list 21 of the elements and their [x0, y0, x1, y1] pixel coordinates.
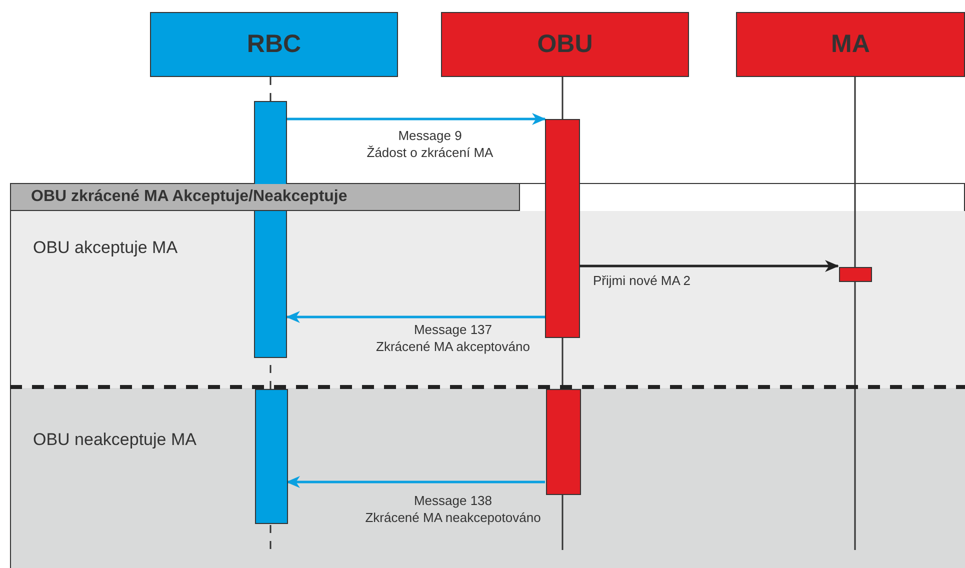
message-label: Message 9 Žádost o zkrácení MA	[366, 127, 494, 161]
message-label: Přijmi nové MA 2	[593, 272, 692, 289]
message-label: Message 137 Zkrácené MA akceptováno	[375, 321, 531, 355]
activation-bar	[255, 389, 288, 524]
message-arrow	[286, 476, 545, 488]
fragment-title: OBU zkrácené MA Akceptuje/Neakceptuje	[11, 184, 520, 211]
lifeline-header: RBC	[150, 12, 398, 77]
message-arrow	[580, 260, 839, 272]
section-label: OBU akceptuje MA	[33, 238, 178, 258]
message-label: Message 138 Zkrácené MA neakcepotováno	[364, 492, 542, 526]
message-arrow	[287, 113, 546, 125]
activation-bar	[546, 389, 581, 495]
combined-fragment-frame	[10, 183, 965, 568]
activation-bar	[839, 267, 872, 282]
fragment-section	[11, 388, 965, 568]
fragment-section	[11, 211, 965, 388]
activation-bar	[545, 119, 580, 338]
section-label: OBU neakceptuje MA	[33, 430, 196, 450]
lifeline-header: OBU	[441, 12, 689, 77]
lifeline-header: MA	[736, 12, 965, 77]
message-arrow	[286, 311, 545, 323]
